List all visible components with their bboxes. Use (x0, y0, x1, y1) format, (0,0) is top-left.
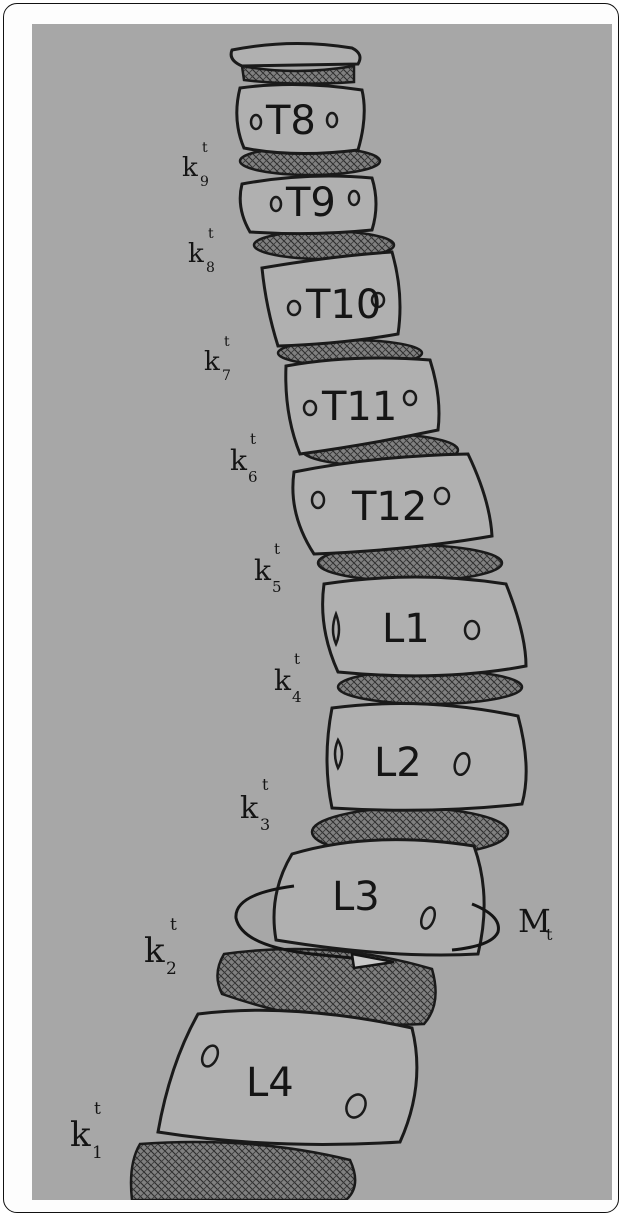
svg-text:k: k (230, 444, 248, 477)
label-l1: L1 (382, 606, 430, 652)
svg-text:k: k (240, 791, 259, 826)
svg-text:k: k (204, 347, 220, 377)
svg-text:t: t (94, 1099, 101, 1119)
disc-label-k7: k t 7 (204, 334, 231, 384)
svg-text:5: 5 (272, 578, 282, 596)
label-t10: T10 (305, 282, 381, 328)
svg-text:k: k (144, 931, 165, 971)
label-t8: T8 (265, 98, 316, 144)
svg-text:4: 4 (292, 688, 302, 706)
disc-label-k2: k t 2 (144, 915, 177, 979)
svg-text:k: k (274, 664, 292, 697)
svg-text:3: 3 (260, 815, 270, 834)
svg-text:t: t (262, 775, 269, 794)
spine-diagram: T8 T9 T10 T11 T12 L1 L2 L3 L4 k t 9 k t … (32, 24, 612, 1200)
svg-text:2: 2 (166, 959, 177, 979)
svg-text:t: t (274, 540, 280, 558)
figure-frame: T8 T9 T10 T11 T12 L1 L2 L3 L4 k t 9 k t … (3, 3, 619, 1213)
svg-text:8: 8 (206, 260, 215, 276)
label-l3: L3 (332, 874, 380, 920)
disc-label-k8: k t 8 (188, 226, 215, 276)
svg-text:1: 1 (92, 1143, 103, 1163)
svg-text:t: t (170, 915, 177, 935)
svg-text:k: k (188, 239, 204, 269)
vertebra-l2 (327, 704, 526, 811)
disc-label-k3: k t 3 (240, 775, 270, 834)
label-t11: T11 (321, 384, 397, 430)
top-disc (242, 66, 354, 84)
disc-label-k9: k t 9 (182, 140, 209, 190)
svg-text:t: t (224, 334, 230, 350)
disc-label-k6: k t 6 (230, 430, 258, 486)
disc-label-k1: k t 1 (70, 1099, 103, 1163)
disc-label-k4: k t 4 (274, 650, 302, 706)
svg-text:t: t (546, 925, 553, 944)
svg-text:6: 6 (248, 468, 258, 486)
svg-text:k: k (70, 1115, 91, 1155)
figure-image: T8 T9 T10 T11 T12 L1 L2 L3 L4 k t 9 k t … (32, 24, 612, 1200)
moment-label: M t (518, 902, 553, 944)
svg-text:t: t (294, 650, 300, 668)
svg-text:k: k (254, 554, 272, 587)
svg-text:9: 9 (200, 174, 209, 190)
label-t9: T9 (285, 180, 336, 226)
svg-text:7: 7 (222, 368, 231, 384)
disc-label-k5: k t 5 (254, 540, 282, 596)
svg-text:t: t (202, 140, 208, 156)
label-t12: T12 (351, 484, 427, 530)
label-l2: L2 (374, 740, 422, 786)
top-vertebra-cap (231, 43, 360, 66)
svg-text:k: k (182, 153, 198, 183)
svg-text:t: t (208, 226, 214, 242)
label-l4: L4 (246, 1060, 294, 1106)
svg-text:t: t (250, 430, 256, 448)
disc-l4-l5 (131, 1142, 355, 1200)
